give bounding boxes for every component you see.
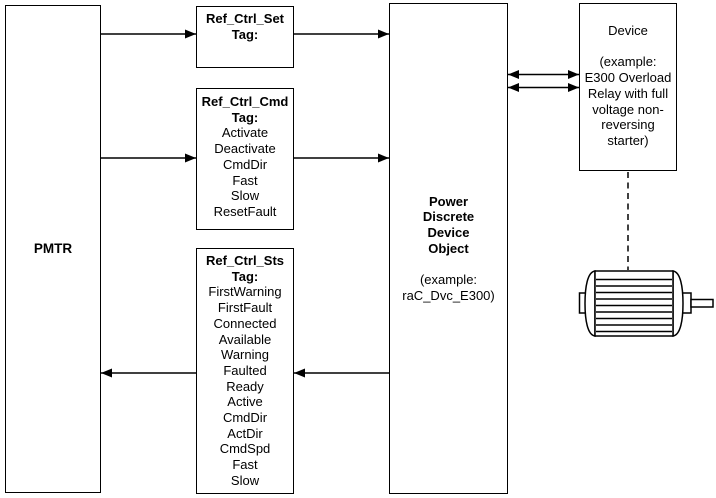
device-title: Device: [608, 23, 648, 38]
list-item: Fast: [232, 457, 258, 473]
device-example-line: voltage non-: [592, 101, 664, 117]
motor-fins: [596, 278, 672, 333]
ref-ctrl-sts-tag-label: Tag:: [231, 268, 259, 284]
list-item: FirstWarning: [208, 284, 282, 300]
list-item: Active: [227, 394, 263, 410]
pmtr-label: PMTR: [33, 241, 73, 257]
ref-ctrl-sts-title: Ref_Ctrl_Sts: [205, 253, 285, 268]
power-title-line: Power: [428, 193, 468, 209]
device-example-line: E300 Overload: [584, 70, 672, 86]
list-item: Activate: [221, 125, 269, 141]
pmtr-box: PMTR: [5, 5, 101, 493]
ref-ctrl-sts-box: Ref_Ctrl_Sts Tag: FirstWarning FirstFaul…: [196, 248, 294, 494]
list-item: Warning: [221, 347, 269, 363]
power-device-object-box: Power Discrete Device Object (example: r…: [389, 3, 508, 494]
list-item: CmdDir: [222, 156, 268, 172]
device-example-line: starter): [607, 132, 649, 148]
blank-line: [580, 39, 676, 55]
list-item: ResetFault: [213, 203, 277, 219]
blank-line: [390, 256, 507, 272]
motor-icon: [578, 270, 714, 337]
list-item: Slow: [230, 472, 260, 488]
ref-ctrl-cmd-title: Ref_Ctrl_Cmd: [201, 94, 289, 109]
device-example-line: reversing: [601, 117, 655, 133]
motor-left-bulge: [584, 270, 596, 337]
power-example-line: (example:: [419, 272, 478, 288]
list-item: Faulted: [223, 362, 267, 378]
power-example-line: raC_Dvc_E300): [402, 287, 495, 303]
power-title-line: Discrete: [422, 209, 475, 225]
device-example-line: (example:: [599, 54, 657, 70]
list-item: Ready: [226, 378, 264, 394]
ref-ctrl-cmd-tag-label: Tag:: [231, 109, 259, 125]
list-item: Slow: [230, 188, 260, 204]
list-item: Connected: [213, 315, 277, 331]
power-title-line: Object: [428, 240, 469, 256]
list-item: FirstFault: [217, 300, 273, 316]
motor-right-cap: [681, 292, 692, 314]
ref-ctrl-cmd-box: Ref_Ctrl_Cmd Tag: Activate Deactivate Cm…: [196, 88, 294, 230]
device-example-line: Relay with full: [587, 85, 669, 101]
motor-left-cap: [578, 292, 588, 314]
device-box: Device (example: E300 Overload Relay wit…: [579, 3, 677, 171]
list-item: Available: [218, 331, 272, 347]
ref-ctrl-set-tag-label: Tag:: [231, 26, 259, 42]
list-item: Deactivate: [214, 141, 276, 157]
motor-shaft: [690, 298, 714, 308]
ref-ctrl-set-title: Ref_Ctrl_Set: [205, 11, 285, 26]
list-item: ActDir: [227, 425, 263, 441]
motor-right-bulge: [672, 270, 684, 337]
list-item: CmdDir: [222, 410, 268, 426]
list-item: CmdSpd: [219, 441, 271, 457]
motor-body: [594, 270, 674, 337]
ref-ctrl-set-box: Ref_Ctrl_Set Tag:: [196, 6, 294, 68]
list-item: Fast: [232, 172, 258, 188]
power-title-line: Device: [427, 224, 470, 240]
